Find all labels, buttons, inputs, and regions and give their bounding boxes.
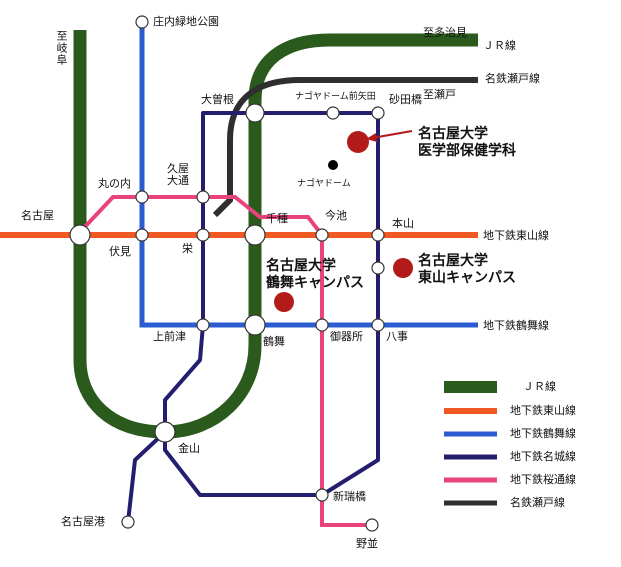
station-kanayama[interactable] xyxy=(154,421,176,443)
label-tsurumai-line: 地下鉄鶴舞線 xyxy=(483,319,549,332)
station-tsurumai[interactable] xyxy=(244,314,266,336)
label-sakae: 栄 xyxy=(182,242,193,255)
station-markers xyxy=(69,15,385,532)
label-hisaya-odori: 久屋 大通 xyxy=(167,162,189,187)
legend-label-sakuradori: 地下鉄桜通線 xyxy=(510,473,576,486)
jr-line xyxy=(73,30,478,439)
label-to-gifu: 至岐阜 xyxy=(55,30,68,66)
label-jr-line: ＪＲ線 xyxy=(483,39,516,52)
station-nonami[interactable] xyxy=(365,518,379,532)
label-shonai-ryokuchi-koen: 庄内緑地公園 xyxy=(153,15,219,28)
label-chikusa: 千種 xyxy=(266,212,288,225)
label-nagoya-dome: ナゴヤドーム xyxy=(297,179,351,189)
legend-label-jr: ＪＲ線 xyxy=(523,380,556,393)
station-nagoya[interactable] xyxy=(69,224,91,246)
meitetsu-seto-line xyxy=(212,77,478,218)
label-motoyama: 本山 xyxy=(392,217,414,230)
label-aratamabashi: 新瑞橋 xyxy=(333,490,366,503)
label-campus-higashiyama: 名古屋大学 東山キャンパス xyxy=(418,253,516,286)
station-aratamabashi[interactable] xyxy=(315,488,329,502)
station-sunadabashi[interactable] xyxy=(371,106,385,120)
label-nagoya-dome-yada: ナゴヤドーム前矢田 xyxy=(295,92,376,102)
legend-label-meijo: 地下鉄名城線 xyxy=(510,450,576,463)
station-sakae[interactable] xyxy=(196,228,210,242)
label-nagoya: 名古屋 xyxy=(21,209,54,222)
label-gokiso: 御器所 xyxy=(330,330,363,343)
label-ozone: 大曽根 xyxy=(201,93,234,106)
label-nagoyako: 名古屋港 xyxy=(61,515,105,528)
station-kamimaezu[interactable] xyxy=(196,318,210,332)
label-sunadabashi: 砂田橋 xyxy=(389,93,422,106)
legend-label-seto: 名鉄瀬戸線 xyxy=(510,496,565,509)
tsurumai-line xyxy=(139,20,478,328)
label-kanayama: 金山 xyxy=(178,442,200,455)
station-yagoto[interactable] xyxy=(371,318,385,332)
label-campus-tsurumai: 名古屋大学 鶴舞キャンパス xyxy=(266,258,364,291)
label-to-seto: 至瀬戸 xyxy=(423,88,456,101)
label-yagoto: 八事 xyxy=(386,330,408,343)
label-nonami: 野並 xyxy=(356,537,378,550)
station-nagoya-univ[interactable] xyxy=(371,261,385,275)
legend-label-tsurumai: 地下鉄鶴舞線 xyxy=(510,427,576,440)
label-fushimi: 伏見 xyxy=(109,245,131,258)
station-hisaya-odori[interactable] xyxy=(196,190,210,204)
station-gokiso[interactable] xyxy=(315,318,329,332)
label-higashiyama-line: 地下鉄東山線 xyxy=(483,229,549,242)
station-ozone[interactable] xyxy=(245,103,265,123)
label-tsurumai: 鶴舞 xyxy=(263,335,285,348)
campus-pointer-arrow xyxy=(371,130,413,139)
label-to-tajimi: 至多治見 xyxy=(423,26,467,39)
station-motoyama[interactable] xyxy=(371,228,385,242)
station-marunouchi[interactable] xyxy=(135,190,149,204)
station-shonai-ryokuchi-koen[interactable] xyxy=(135,15,149,29)
station-nagoyako[interactable] xyxy=(121,515,135,529)
label-imaike: 今池 xyxy=(325,209,347,222)
station-fushimi[interactable] xyxy=(135,228,149,242)
station-imaike[interactable] xyxy=(315,228,329,242)
station-chikusa[interactable] xyxy=(244,224,266,246)
legend-swatches xyxy=(444,381,497,506)
meijo-line xyxy=(126,111,380,523)
label-marunouchi: 丸の内 xyxy=(98,177,131,190)
sakuradori-line xyxy=(78,195,372,527)
campus-marker-daiko[interactable] xyxy=(347,131,369,153)
campus-pointer-arrowhead xyxy=(366,133,377,142)
label-campus-daiko: 名古屋大学 医学部保健学科 xyxy=(418,126,516,159)
label-kamimaezu: 上前津 xyxy=(153,330,186,343)
campus-marker-tsurumai[interactable] xyxy=(274,292,294,312)
nagoya-dome-marker[interactable] xyxy=(328,160,338,170)
legend-label-higashiyama: 地下鉄東山線 xyxy=(510,404,576,417)
station-nagoya-dome-yada[interactable] xyxy=(326,106,340,120)
campus-marker-higashiyama[interactable] xyxy=(393,258,413,278)
label-meitetsu-seto-line: 名鉄瀬戸線 xyxy=(485,72,540,85)
